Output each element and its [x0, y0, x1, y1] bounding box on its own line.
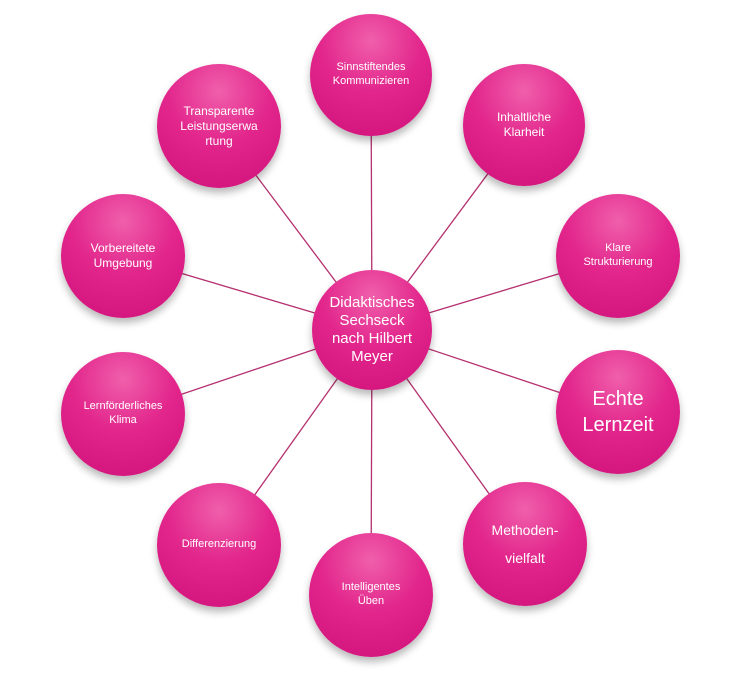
node-echte-lernzeit: Echte Lernzeit [556, 350, 680, 474]
node-transparente-leistungserwartung: Transparente Leistungserwa rtung [157, 64, 281, 188]
node-label: Umgebung [93, 256, 153, 270]
node-intelligentes-ueben: Intelligentes Üben [309, 533, 433, 657]
node-label: Differenzierung [181, 538, 257, 551]
center-line: Meyer [351, 348, 393, 365]
node-label: Lernzeit [582, 414, 654, 436]
center-node: Didaktisches Sechseck nach Hilbert Meyer [312, 270, 432, 390]
node-label: Klarheit [503, 125, 545, 139]
center-line: nach Hilbert [331, 330, 413, 347]
node-klare-strukturierung: Klare Strukturierung [556, 194, 680, 318]
center-line: Didaktisches [329, 294, 415, 311]
node-label: Klare [605, 242, 631, 255]
node-label: Strukturierung [583, 256, 653, 268]
node-label: Vorbereitete [90, 241, 156, 255]
node-vorbereitete-umgebung: Vorbereitete Umgebung [61, 194, 185, 318]
node-label: Intelligentes [341, 581, 401, 594]
node-methodenvielfalt: Methoden- vielfalt [463, 482, 587, 606]
node-label: Methoden- [491, 522, 559, 538]
node-label: Echte [592, 388, 644, 410]
node-differenzierung: Differenzierung [157, 483, 281, 607]
center-line: Sechseck [339, 312, 405, 329]
node-label: Transparente [183, 103, 255, 118]
node-label: Sinnstiftendes [336, 61, 406, 74]
node-label: vielfalt [505, 550, 545, 566]
node-label: Klima [109, 414, 137, 426]
node-label: Üben [357, 595, 385, 607]
node-label: Inhaltliche [496, 110, 552, 124]
node-label: Leistungserwa [180, 118, 258, 133]
node-label: Kommunizieren [332, 75, 410, 87]
node-inhaltliche-klarheit: Inhaltliche Klarheit [463, 64, 585, 186]
node-lernfoerderliches-klima: Lernförderliches Klima [61, 352, 185, 476]
node-label: rtung [205, 133, 233, 148]
node-sinnstiftendes-kommunizieren: Sinnstiftendes Kommunizieren [310, 14, 432, 136]
node-label: Lernförderliches [83, 400, 163, 413]
